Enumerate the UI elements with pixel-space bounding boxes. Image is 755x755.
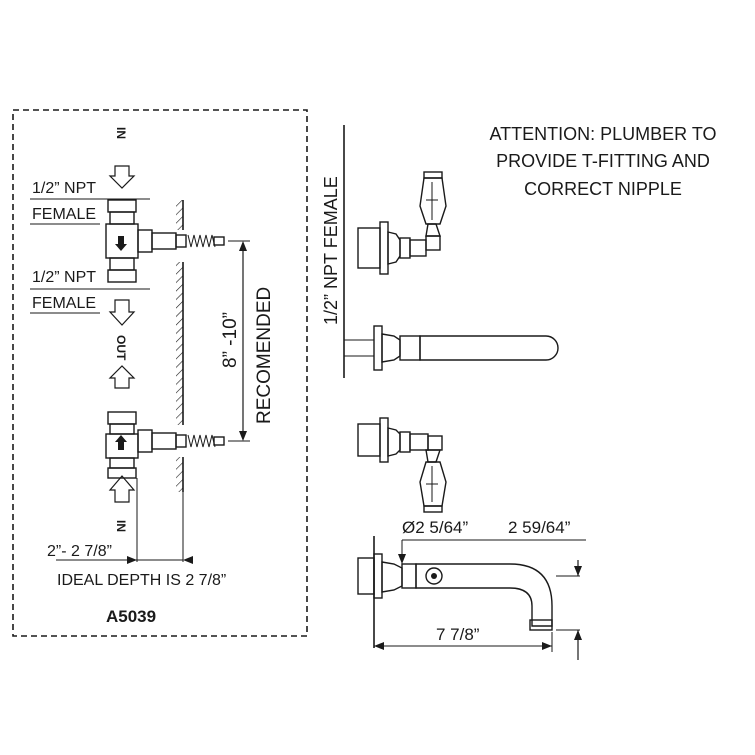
wall-section [136, 200, 184, 562]
out-label: OUT [114, 335, 128, 361]
up-arrow-mid [108, 365, 136, 389]
attention-line1: ATTENTION: PLUMBER TO [489, 124, 716, 144]
in-label-bottom: IN [114, 520, 128, 532]
depth-dimension [56, 556, 193, 564]
in-arrow-top [108, 165, 136, 189]
lower-valve [105, 411, 225, 479]
model-number: A5039 [106, 607, 156, 626]
npt-mid-line2: FEMALE [32, 295, 96, 312]
upper-valve [105, 199, 225, 283]
spacing-label: 8” -10” [220, 312, 241, 368]
depth-range-label: 2”- 2 7/8” [47, 543, 112, 560]
spacing-dimension [228, 240, 250, 442]
out-arrow [108, 299, 136, 326]
in-arrow-bottom [108, 475, 136, 503]
spout-length-label: 7 7/8” [436, 625, 480, 644]
npt-top-line2: FEMALE [32, 206, 96, 223]
spout-height-label: 2 59/64” [508, 518, 571, 537]
diameter-label: Ø2 5/64” [402, 518, 468, 537]
ideal-depth-label: IDEAL DEPTH IS 2 7/8” [57, 572, 226, 589]
recommended-label: RECOMENDED [254, 287, 275, 424]
in-label-top: IN [114, 127, 128, 139]
npt-vertical-label: 1/2” NPT FEMALE [321, 176, 341, 325]
attention-line3: CORRECT NIPPLE [524, 179, 682, 199]
spout-front [373, 325, 559, 371]
rough-in-panel: IN OUT IN 1/2” NPT FEMALE 1/2” NPT FEMAL… [12, 109, 308, 637]
spout-side [357, 536, 586, 660]
attention-line2: PROVIDE T-FITTING AND [496, 151, 710, 171]
npt-top-line1: 1/2” NPT [32, 180, 96, 197]
npt-mid-line1: 1/2” NPT [32, 269, 96, 286]
upper-handle [357, 171, 447, 275]
lower-handle [357, 417, 447, 513]
faucet-elevation: ATTENTION: PLUMBER TO PROVIDE T-FITTING … [321, 124, 717, 660]
